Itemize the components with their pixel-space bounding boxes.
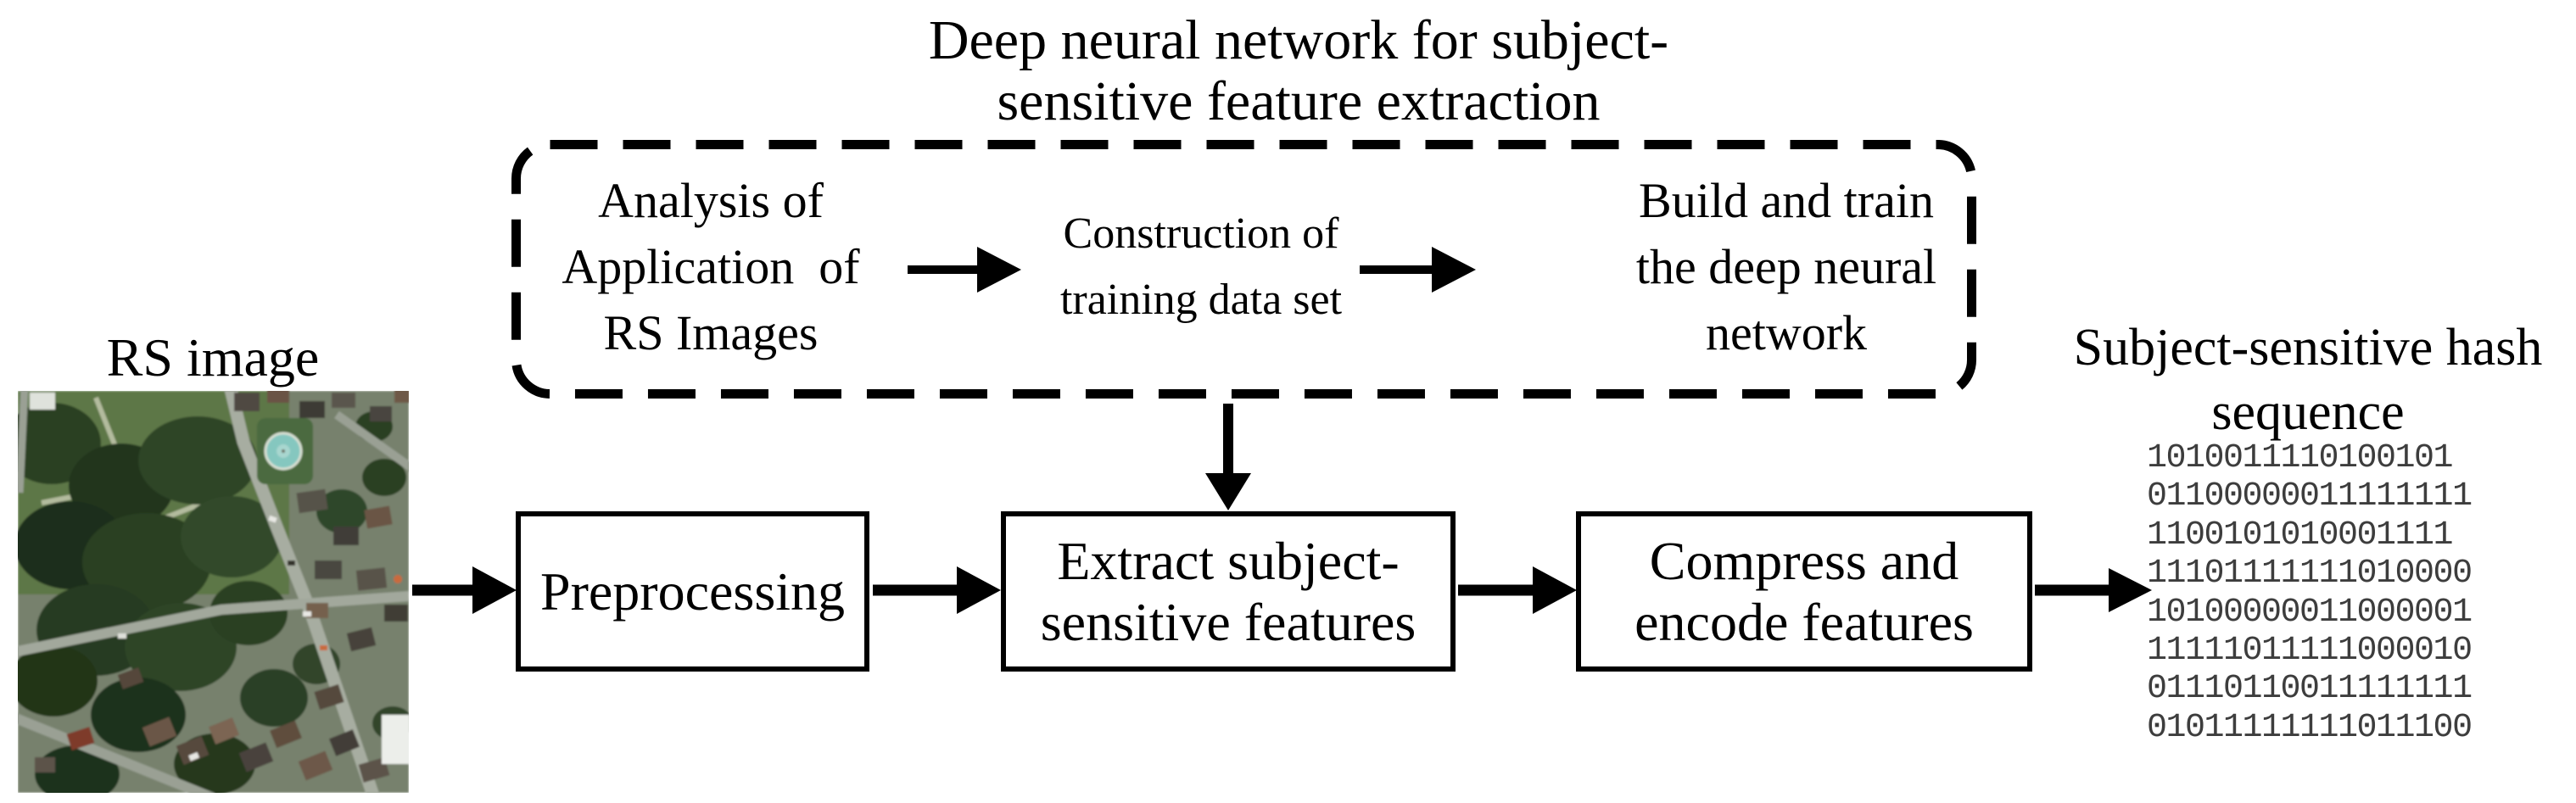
box-preprocessing-label: Preprocessing [539, 560, 846, 622]
hash-line: 10100000011000001 [2147, 593, 2473, 632]
step-build-train: Build and train the deep neural network [1636, 168, 1936, 366]
box-extract-line1: Extract subject- [1057, 530, 1400, 591]
step-analysis-line1: Analysis of [598, 173, 824, 228]
photo-trees [18, 403, 409, 793]
step-construction: Construction of training data set [1060, 201, 1342, 333]
rs-image-label: RS image [106, 327, 320, 388]
photo-houses-top [234, 391, 409, 421]
box-compress-line2: encode features [1634, 591, 1974, 652]
box-compress-line1: Compress and [1649, 530, 1959, 591]
output-hash-label-line1: Subject-sensitive hash [2073, 319, 2543, 376]
arrow-preprocessing-to-extract-icon [873, 566, 1001, 614]
box-compress-encode: Compress and encode features [1576, 511, 2032, 672]
dnn-module-frame [511, 140, 1976, 399]
pipeline-arrows [412, 566, 2152, 614]
step-construction-line2: training data set [1059, 276, 1343, 324]
figure-title-line2: sensitive feature extraction [997, 70, 1601, 132]
hash-line: 01110110011111111 [2147, 670, 2473, 709]
step-analysis-line3: RS Images [603, 305, 819, 360]
arrow-image-to-preprocessing-icon [412, 566, 517, 614]
hash-line: 1010011110100101 [2147, 439, 2454, 477]
hash-line: 1100101010001111 [2147, 516, 2454, 555]
output-hash-label: Subject-sensitive hash sequence [2074, 315, 2543, 444]
photo-pool [257, 418, 313, 484]
hash-line: 11111011111000010 [2147, 632, 2473, 671]
step-analysis-line2: Application of [562, 239, 860, 294]
output-hash-label-line2: sequence [2211, 383, 2405, 441]
arrow-extract-to-compress-icon [1458, 566, 1577, 614]
hash-sequence-block: 1010011110100101 01100000011111111 11001… [2147, 439, 2473, 747]
figure-title-line1: Deep neural network for subject- [928, 9, 1669, 71]
hash-line: 11101111111010000 [2147, 555, 2473, 594]
arrow-construction-to-build-icon [1360, 247, 1476, 293]
box-extract-features: Extract subject- sensitive features [1001, 511, 1456, 672]
figure-title: Deep neural network for subject- sensiti… [929, 10, 1668, 132]
photo-houses-right [296, 488, 408, 711]
photo-houses-bottom [35, 667, 408, 783]
box-extract-line2: sensitive features [1040, 591, 1417, 652]
box-preprocessing: Preprocessing [516, 511, 869, 672]
step-build-train-line3: network [1705, 305, 1868, 360]
photo-streets [18, 391, 409, 793]
step-analysis: Analysis of Application of RS Images [562, 168, 859, 366]
hash-line: 01100000011111111 [2147, 477, 2473, 516]
rs-image-photo [18, 391, 409, 793]
step-build-train-line2: the deep neural [1635, 239, 1937, 294]
step-construction-line1: Construction of [1063, 209, 1339, 258]
arrow-analysis-to-construction-icon [908, 247, 1021, 293]
arrow-compress-to-hash-icon [2035, 568, 2152, 612]
module-arrows [908, 247, 1476, 293]
step-build-train-line1: Build and train [1639, 173, 1934, 228]
arrow-module-to-extract-icon [1205, 404, 1251, 510]
hash-line: 01011111111011100 [2147, 708, 2473, 747]
photo-details [30, 393, 409, 764]
